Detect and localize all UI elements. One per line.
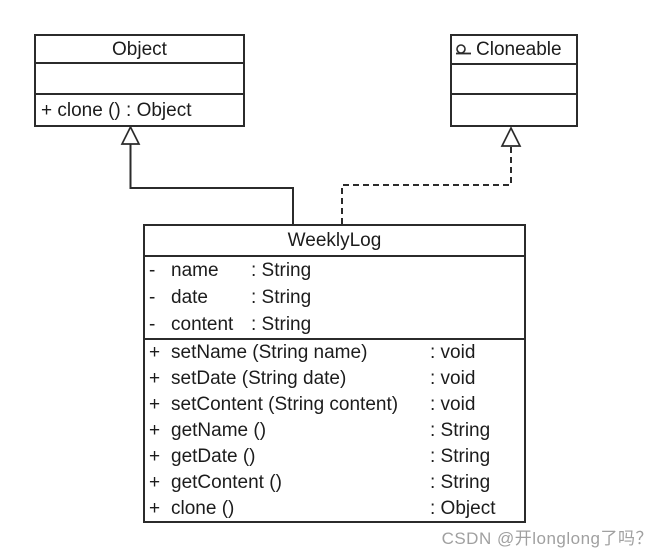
realization-connector	[341, 146, 512, 224]
cloneable-title-label: Cloneable	[476, 39, 562, 60]
attribute-type: : String	[251, 314, 312, 335]
weeklylog-class-title: WeeklyLog	[145, 226, 524, 257]
visibility-marker: +	[149, 394, 161, 416]
cloneable-attributes-compartment	[452, 65, 576, 95]
cloneable-interface-title: Cloneable	[452, 36, 576, 65]
attribute-row: - date : String	[145, 284, 524, 311]
weeklylog-methods-compartment: + setName (String name) : void + setDate…	[145, 340, 524, 521]
method-return-type: : String	[430, 420, 491, 441]
attribute-name: content	[171, 314, 234, 335]
generalization-arrowhead-icon	[120, 125, 141, 145]
method-signature: setDate (String date)	[171, 368, 347, 390]
weeklylog-attributes-compartment: - name : String - date : String - conten…	[145, 257, 524, 340]
method-return-type: : String	[430, 471, 491, 493]
attribute-type: : String	[251, 260, 312, 281]
method-row: + getContent () : String	[145, 469, 524, 495]
object-class-title: Object	[36, 36, 243, 64]
attribute-name: name	[171, 260, 219, 281]
method-row: + setName (String name) : void	[145, 340, 524, 366]
interface-lollipop-icon	[456, 43, 471, 54]
method-return-type: : void	[430, 394, 476, 416]
method-row: + setContent (String content) : void	[145, 392, 524, 418]
method-return-type: : String	[430, 445, 491, 467]
cloneable-methods-compartment	[452, 95, 576, 125]
visibility-marker: +	[149, 420, 161, 441]
visibility-marker: -	[149, 287, 156, 308]
visibility-marker: +	[149, 445, 161, 467]
method-return-type: : void	[430, 368, 476, 390]
realization-arrowhead-icon	[500, 126, 522, 147]
attribute-row: - name : String	[145, 257, 524, 284]
method-row: + getName () : String	[145, 418, 524, 444]
method-row: + clone () : Object	[145, 495, 524, 521]
attribute-name: date	[171, 287, 208, 308]
method-return-type: : void	[430, 342, 476, 364]
method-signature: clone ()	[171, 497, 235, 519]
method-signature: getName ()	[171, 420, 267, 441]
visibility-marker: +	[149, 342, 161, 364]
visibility-marker: -	[149, 260, 156, 281]
csdn-watermark: CSDN @开longlong了吗？	[441, 529, 653, 548]
generalization-connector	[129, 144, 294, 224]
object-method-row: + clone () : Object	[41, 99, 192, 121]
visibility-marker: -	[149, 314, 156, 335]
method-signature: getContent ()	[171, 471, 282, 493]
method-signature: setName (String name)	[171, 342, 368, 364]
object-attributes-compartment	[36, 64, 243, 95]
method-return-type: : Object	[430, 497, 496, 519]
attribute-type: : String	[251, 287, 312, 308]
attribute-row: - content : String	[145, 311, 524, 338]
class-box-weeklylog: WeeklyLog - name : String - date : Strin…	[143, 224, 526, 523]
method-row: + getDate () : String	[145, 443, 524, 469]
method-signature: getDate ()	[171, 445, 256, 467]
class-box-object: Object + clone () : Object	[34, 34, 245, 127]
visibility-marker: +	[149, 471, 161, 493]
method-row: + setDate (String date) : void	[145, 366, 524, 392]
visibility-marker: +	[149, 368, 161, 390]
class-box-cloneable: Cloneable	[450, 34, 578, 127]
method-signature: setContent (String content)	[171, 394, 399, 416]
visibility-marker: +	[149, 497, 161, 519]
